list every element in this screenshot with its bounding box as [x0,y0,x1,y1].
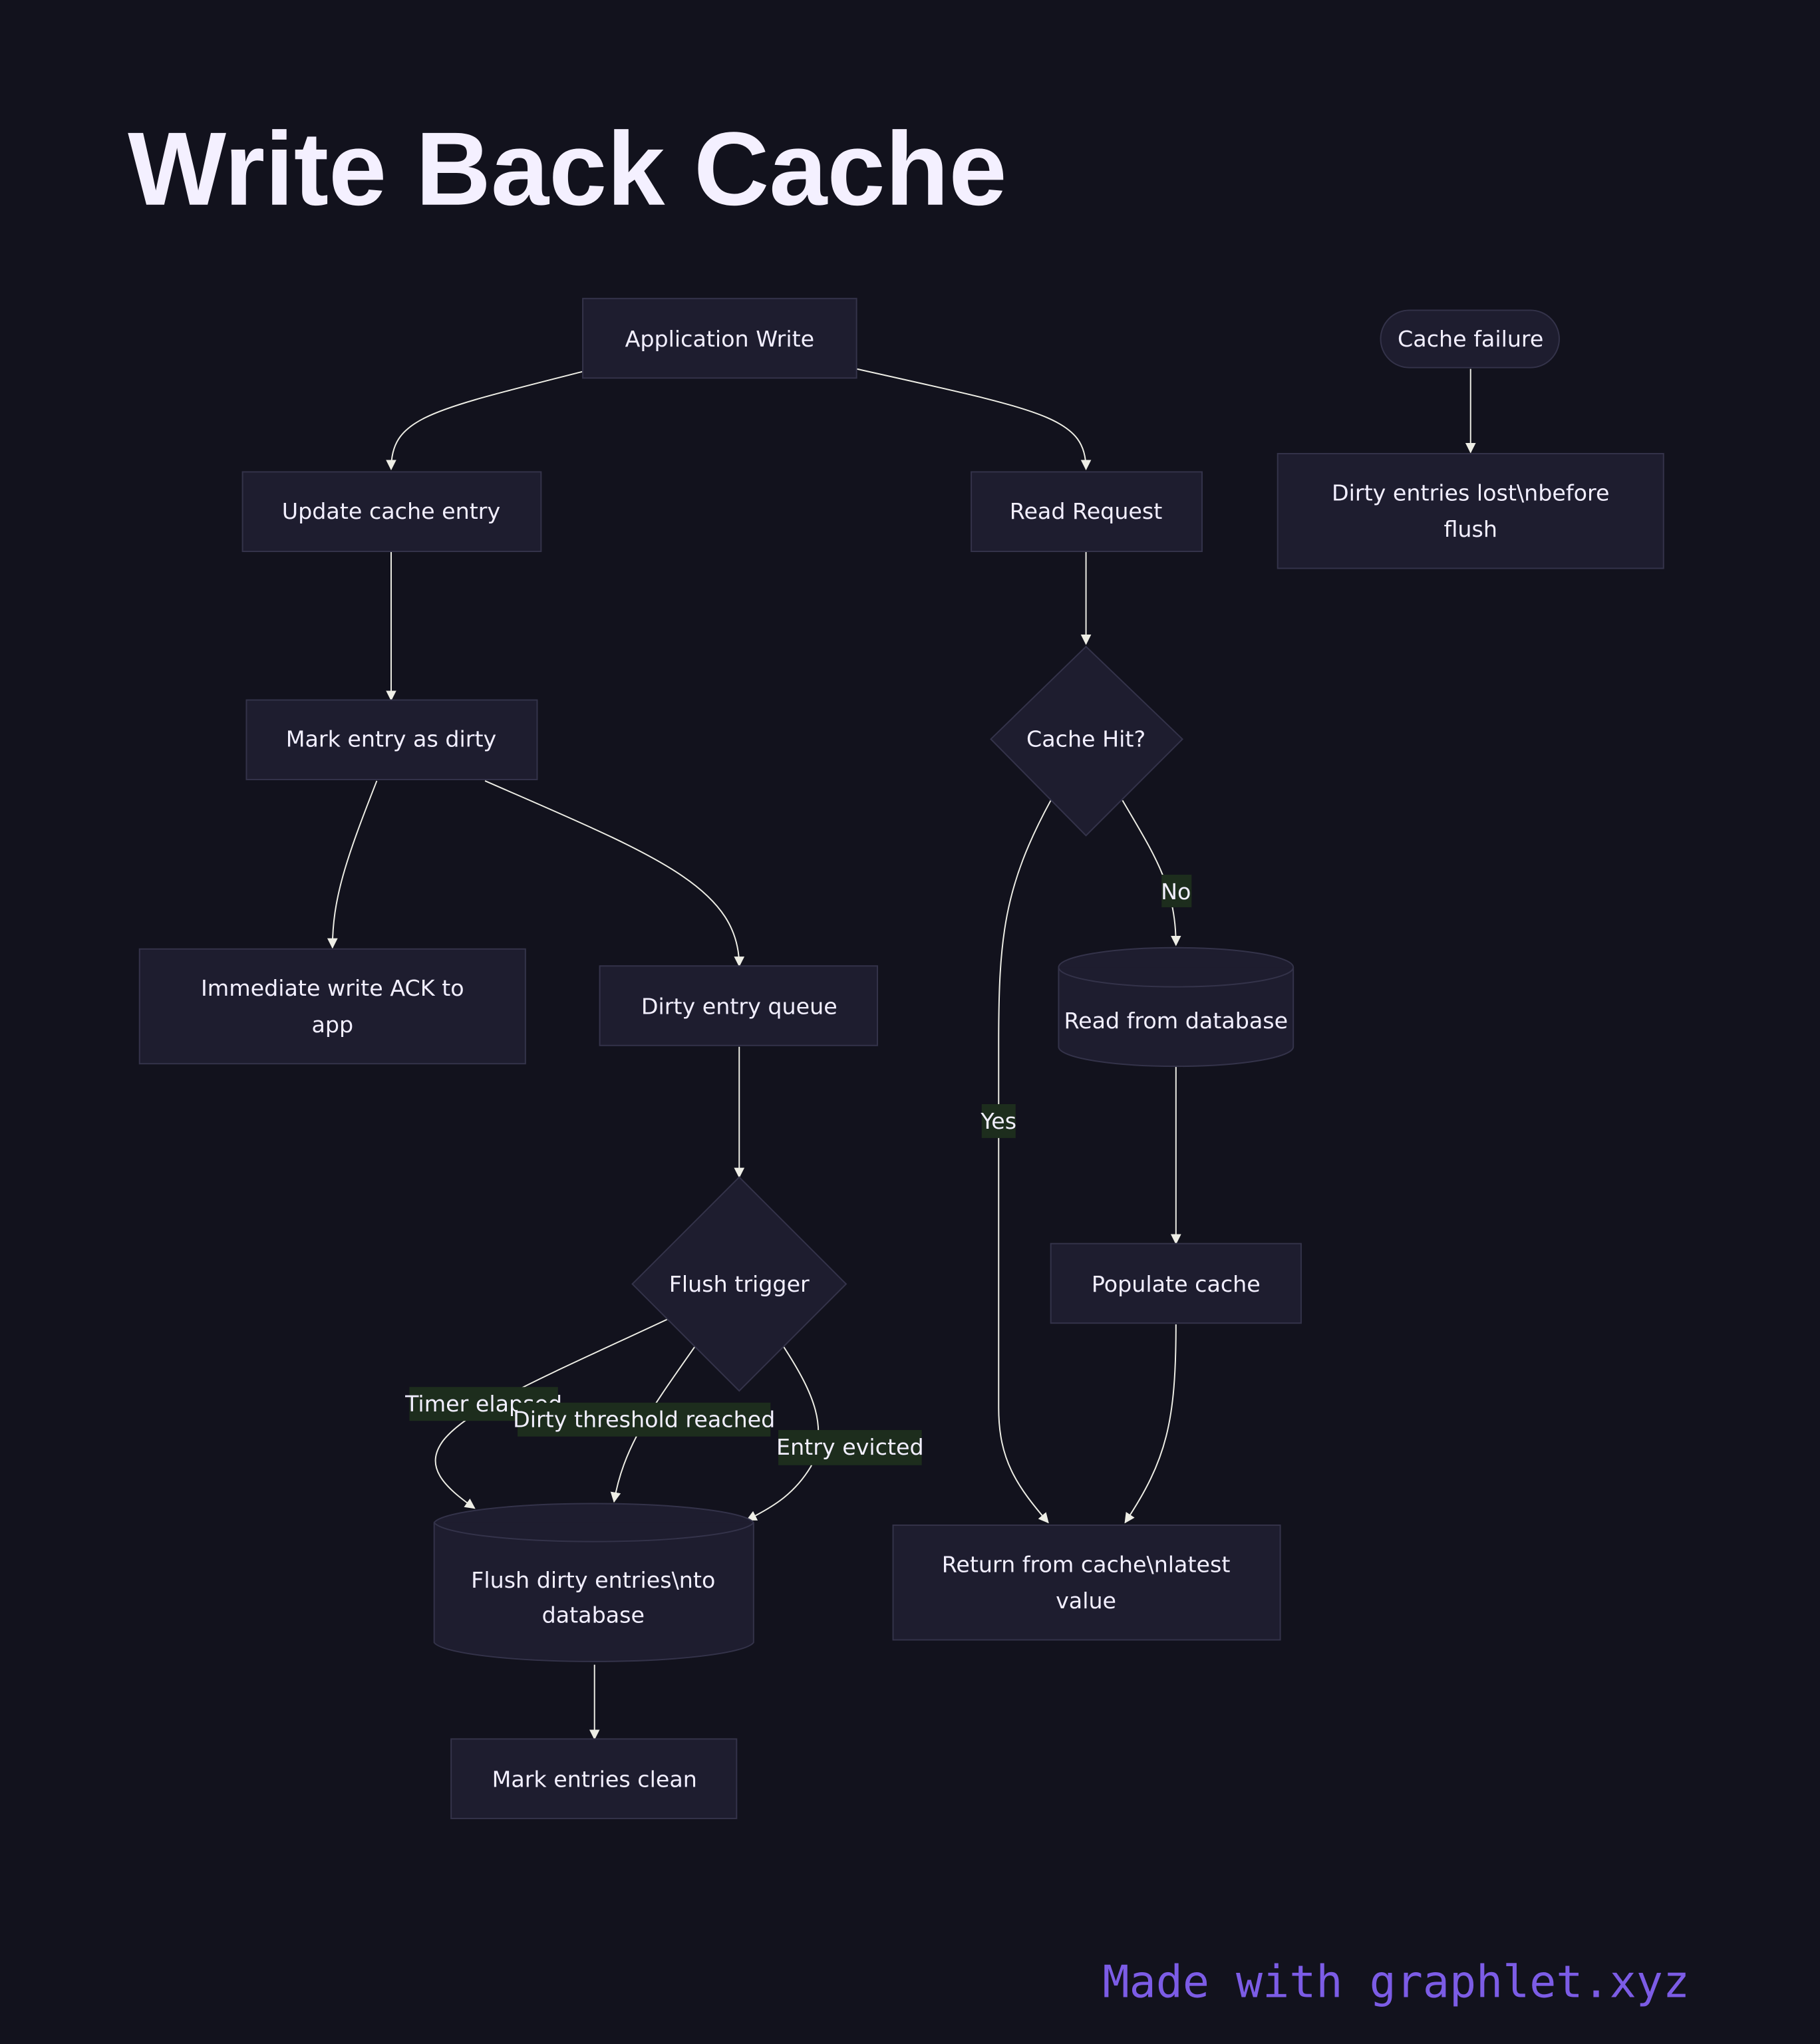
node-dirty-queue[interactable]: Dirty entry queue [599,965,878,1046]
footer-credit[interactable]: Made with graphlet.xyz [1103,1956,1690,2007]
svg-text:Mark entry as dirty: Mark entry as dirty [286,726,496,752]
svg-text:Dirty entry queue: Dirty entry queue [641,993,837,1019]
svg-text:Update cache entry: Update cache entry [282,498,500,524]
page-title: Write Back Cache [128,111,1007,227]
svg-text:Return from cache\nlatest: Return from cache\nlatest [942,1551,1231,1577]
svg-text:Entry evicted: Entry evicted [776,1434,924,1460]
svg-text:Immediate write ACK to: Immediate write ACK to [201,975,464,1001]
svg-text:Flush trigger: Flush trigger [669,1271,810,1297]
svg-text:Cache Hit?: Cache Hit? [1026,726,1145,752]
svg-text:Populate cache: Populate cache [1092,1271,1261,1297]
edge-app-update [386,370,583,471]
node-return-cache[interactable]: Return from cache\nlatest value [892,1525,1281,1641]
edges [327,368,1476,1740]
node-app-write[interactable]: Application Write [582,297,857,379]
edge-label-yes: Yes [980,1103,1016,1138]
node-flush-db[interactable]: Flush dirty entries\nto database [433,1503,754,1662]
svg-text:Application Write: Application Write [625,326,815,352]
node-update-cache[interactable]: Update cache entry [241,471,542,552]
svg-text:Dirty entries lost\nbefore: Dirty entries lost\nbefore [1332,480,1609,506]
svg-text:Yes: Yes [980,1108,1016,1134]
svg-text:app: app [311,1012,353,1038]
svg-text:Read from database: Read from database [1064,1008,1288,1034]
svg-text:flush: flush [1443,516,1497,542]
edge-timer [434,1318,668,1509]
edge-hit-yes [998,800,1052,1524]
edge-label-threshold: Dirty threshold reached [513,1402,775,1437]
node-dirty-lost[interactable]: Dirty entries lost\nbefore flush [1277,453,1664,569]
svg-text:Cache failure: Cache failure [1398,326,1543,352]
edge-populate-return [1124,1324,1177,1524]
svg-text:Read Request: Read Request [1010,498,1163,524]
node-read-request[interactable]: Read Request [971,471,1203,552]
edge-hit-no [1122,800,1181,947]
node-ack[interactable]: Immediate write ACK to app [138,948,526,1065]
svg-text:No: No [1161,879,1191,905]
node-populate[interactable]: Populate cache [1050,1242,1302,1324]
svg-text:value: value [1056,1588,1116,1614]
edge-label-no: No [1161,875,1192,908]
edge-label-evicted: Entry evicted [776,1429,924,1465]
svg-text:Mark entries clean: Mark entries clean [492,1767,697,1793]
node-read-db[interactable]: Read from database [1058,947,1294,1068]
svg-text:database: database [542,1602,645,1628]
node-cache-failure[interactable]: Cache failure [1380,309,1560,368]
edge-mark-queue [484,780,745,967]
svg-text:Flush dirty entries\nto: Flush dirty entries\nto [471,1567,715,1593]
svg-text:Dirty threshold reached: Dirty threshold reached [513,1407,775,1433]
edge-app-read [856,368,1092,471]
edge-mark-ack [327,780,378,949]
node-cache-hit[interactable]: Cache Hit? [990,645,1184,837]
node-mark-dirty[interactable]: Mark entry as dirty [245,699,538,780]
node-mark-clean[interactable]: Mark entries clean [450,1738,738,1819]
node-flush-trigger[interactable]: Flush trigger [631,1176,847,1392]
